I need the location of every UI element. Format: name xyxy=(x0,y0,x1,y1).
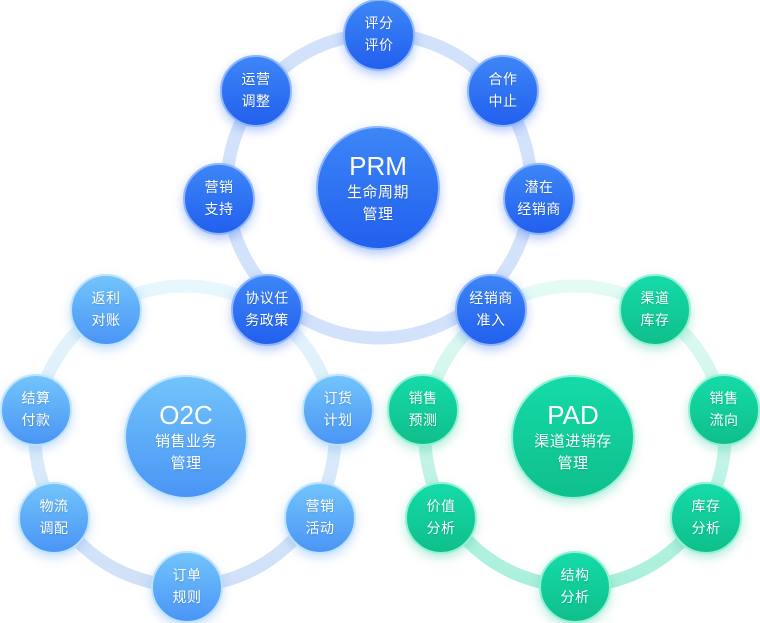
node-label: 调配 xyxy=(39,521,69,537)
node-label: 评分 xyxy=(364,16,394,32)
node-label: 流向 xyxy=(709,413,739,429)
prm-node-dealer-admission[interactable]: 经销商 准入 xyxy=(455,274,527,346)
o2c-subtitle-line: 管理 xyxy=(170,454,202,472)
o2c-node-rebate[interactable]: 返利 对账 xyxy=(70,274,142,346)
o2c-title: O2C xyxy=(159,400,213,430)
prm-node-rating[interactable]: 评分 评价 xyxy=(343,0,415,71)
node-label: 付款 xyxy=(21,413,51,429)
pad-title: PAD xyxy=(547,400,599,430)
node-label: 分析 xyxy=(426,521,456,537)
pad-node-sales-flow[interactable]: 销售 流向 xyxy=(688,374,760,446)
node-label: 返利 xyxy=(91,291,121,307)
node-label: 营销 xyxy=(305,499,335,515)
prm-node-potential-dealer[interactable]: 潜在 经销商 xyxy=(503,163,575,235)
node-label: 中止 xyxy=(488,94,518,110)
node-label: 计划 xyxy=(323,413,353,429)
pad-subtitle-line: 渠道进销存 xyxy=(534,432,612,450)
node-label: 准入 xyxy=(476,313,506,329)
node-label: 合作 xyxy=(488,72,518,88)
node-label: 支持 xyxy=(204,202,234,218)
node-label: 预测 xyxy=(408,413,438,429)
o2c-center-node[interactable]: O2C 销售业务 管理 xyxy=(124,375,248,499)
node-label: 价值 xyxy=(426,499,456,515)
node-label: 务政策 xyxy=(245,313,289,329)
o2c-node-order-rules[interactable]: 订单 规则 xyxy=(151,551,223,623)
node-label: 潜在 xyxy=(524,180,554,196)
node-label: 经销商 xyxy=(517,202,561,218)
node-label: 运营 xyxy=(241,72,271,88)
prm-node-agreement-policy[interactable]: 协议任 务政策 xyxy=(231,274,303,346)
node-label: 结算 xyxy=(21,391,51,407)
prm-subtitle-line: 生命周期 xyxy=(346,183,409,201)
prm-title: PRM xyxy=(349,151,407,181)
node-label: 结构 xyxy=(560,568,590,584)
o2c-node-logistics[interactable]: 物流 调配 xyxy=(18,482,90,554)
prm-subtitle-line: 管理 xyxy=(362,205,394,223)
node-label: 物流 xyxy=(39,499,69,515)
node-label: 规则 xyxy=(172,590,202,606)
node-label: 活动 xyxy=(305,521,335,537)
node-label: 对账 xyxy=(91,313,121,329)
prm-node-termination[interactable]: 合作 中止 xyxy=(467,55,539,127)
node-label: 协议任 xyxy=(245,291,289,307)
node-label: 销售 xyxy=(408,391,438,407)
prm-node-marketing-support[interactable]: 营销 支持 xyxy=(183,163,255,235)
prm-node-operations-adjust[interactable]: 运营 调整 xyxy=(220,55,292,127)
node-label: 库存 xyxy=(691,499,721,515)
node-label: 渠道 xyxy=(640,291,670,307)
pad-node-sales-forecast[interactable]: 销售 预测 xyxy=(387,374,459,446)
node-label: 调整 xyxy=(241,94,271,110)
pad-node-inventory-analysis[interactable]: 库存 分析 xyxy=(670,482,742,554)
node-label: 销售 xyxy=(709,391,739,407)
prm-center-node[interactable]: PRM 生命周期 管理 xyxy=(316,126,440,250)
pad-center-node[interactable]: PAD 渠道进销存 管理 xyxy=(511,375,635,499)
node-label: 经销商 xyxy=(469,291,513,307)
pad-node-structure-analysis[interactable]: 结构 分析 xyxy=(539,551,611,623)
node-label: 评价 xyxy=(364,38,394,54)
node-label: 订货 xyxy=(323,391,353,407)
o2c-node-settlement[interactable]: 结算 付款 xyxy=(0,374,72,446)
node-label: 库存 xyxy=(640,313,670,329)
node-label: 分析 xyxy=(560,590,590,606)
pad-node-channel-inventory[interactable]: 渠道 库存 xyxy=(619,274,691,346)
node-label: 分析 xyxy=(691,521,721,537)
node-label: 营销 xyxy=(204,180,234,196)
pad-node-value-analysis[interactable]: 价值 分析 xyxy=(405,482,477,554)
node-label: 订单 xyxy=(172,568,202,584)
pad-subtitle-line: 管理 xyxy=(557,454,589,472)
o2c-node-marketing-campaign[interactable]: 营销 活动 xyxy=(284,482,356,554)
o2c-node-order-plan[interactable]: 订货 计划 xyxy=(302,374,374,446)
o2c-subtitle-line: 销售业务 xyxy=(154,432,217,450)
